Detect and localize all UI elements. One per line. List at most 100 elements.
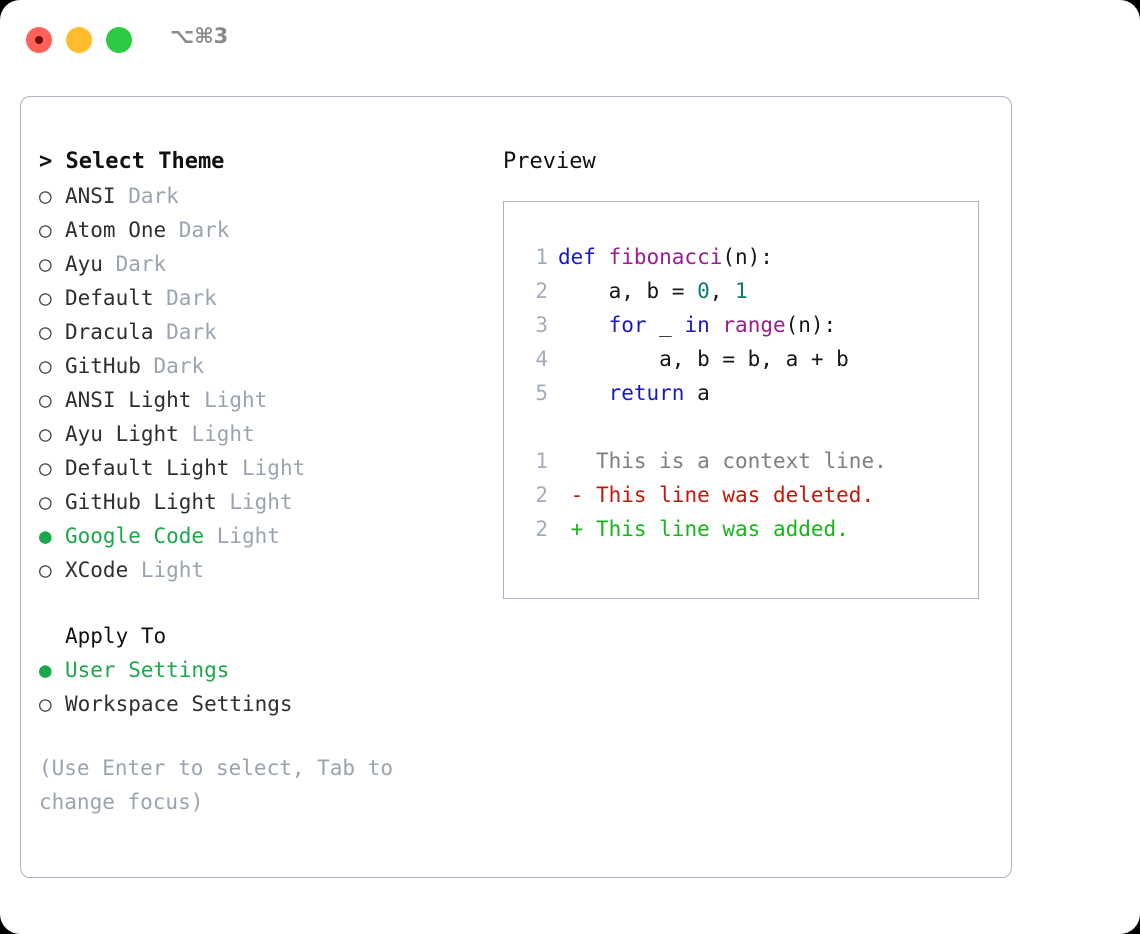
line-number: 2 — [535, 483, 548, 507]
theme-option-ayu[interactable]: ○ Ayu Dark — [39, 247, 479, 281]
radio-unselected-icon: ○ — [39, 354, 52, 378]
theme-option-variant: Dark — [166, 286, 217, 310]
code-token: range — [722, 313, 786, 337]
code-token: (n): — [722, 245, 773, 269]
theme-option-github-light[interactable]: ○GitHub Light Light — [39, 485, 479, 519]
code-token: (n): — [785, 313, 837, 337]
radio-selected-icon: ● — [39, 524, 52, 548]
theme-option-variant: Dark — [115, 252, 167, 276]
line-number: 2 — [535, 279, 548, 303]
line-number: 2 — [535, 517, 548, 541]
radio-unselected-icon: ○ — [39, 184, 52, 208]
theme-option-label: Ayu — [65, 252, 116, 276]
diff-marker — [558, 449, 583, 473]
keyboard-hint-text: (Use Enter to select, Tab to change focu… — [39, 756, 406, 814]
theme-option-label: Ayu Light — [65, 422, 192, 446]
diff-marker: - — [558, 483, 584, 507]
theme-option-variant: Light — [242, 456, 306, 480]
theme-option-xcode[interactable]: ○ XCode Light — [39, 553, 479, 587]
theme-option-label: Atom One — [65, 218, 179, 242]
code-line: 4 a, b = b, a + b — [522, 342, 970, 376]
theme-option-variant: Dark — [166, 320, 217, 344]
theme-option-label: ANSI Light — [65, 388, 205, 412]
theme-option-variant: Dark — [128, 184, 179, 208]
apply-to-option-label: User Settings — [65, 658, 230, 682]
theme-option-label: XCode — [65, 558, 141, 582]
radio-unselected-icon: ○ — [39, 388, 52, 412]
theme-option-variant: Light — [140, 558, 205, 582]
apply-to-option-user-settings[interactable]: ● User Settings — [39, 653, 479, 687]
line-number: 1 — [535, 245, 548, 269]
theme-option-ansi[interactable]: ○ ANSI Dark — [39, 179, 479, 213]
code-token — [558, 381, 609, 405]
theme-option-dracula[interactable]: ○ Dracula Dark — [39, 315, 479, 349]
title-bar: ⌥⌘3 — [0, 0, 1140, 78]
theme-option-label: ANSI — [65, 184, 129, 208]
spacer — [522, 410, 970, 444]
code-token: a, b = b, a + b — [558, 347, 849, 371]
radio-unselected-icon: ○ — [39, 558, 52, 582]
spacer — [39, 587, 479, 619]
radio-unselected-icon: ○ — [39, 218, 52, 242]
code-line: 2 a, b = 0, 1 — [522, 274, 970, 308]
apply-to-option-label: Workspace Settings — [65, 692, 293, 716]
theme-option-label: GitHub Light — [65, 490, 230, 514]
theme-option-variant: Light — [229, 490, 293, 514]
diff-line: 2 - This line was deleted. — [522, 478, 970, 512]
code-token: _ — [646, 313, 685, 337]
apply-to-option-workspace-settings[interactable]: ○Workspace Settings — [39, 687, 479, 721]
code-token: , — [709, 279, 736, 303]
code-token: fibonacci — [608, 245, 723, 269]
code-line: 5 return a — [522, 376, 970, 410]
maximize-button[interactable] — [106, 27, 132, 53]
line-number: 5 — [535, 381, 548, 405]
line-number: 1 — [535, 449, 548, 473]
theme-option-atom-one[interactable]: ○ Atom One Dark — [39, 213, 479, 247]
code-token: in — [684, 313, 710, 337]
diff-text: This line was added. — [583, 517, 849, 541]
diff-text: This is a context line. — [583, 449, 887, 473]
radio-selected-icon: ● — [39, 658, 52, 682]
theme-option-label: Google Code — [65, 524, 217, 548]
theme-picker: > Select Theme ○ANSI Dark○Atom One Dark○… — [39, 145, 479, 819]
theme-option-default[interactable]: ○Default Dark — [39, 281, 479, 315]
diff-marker: + — [558, 517, 584, 541]
code-token — [710, 313, 723, 337]
radio-unselected-icon: ○ — [39, 320, 52, 344]
code-token: return — [608, 381, 685, 405]
keyboard-shortcut-label: ⌥⌘3 — [170, 24, 229, 48]
code-line: 3 for _ in range(n): — [522, 308, 970, 342]
theme-option-google-code[interactable]: ●Google Code Light — [39, 519, 479, 553]
theme-option-variant: Light — [191, 422, 255, 446]
diff-block: 1 This is a context line.2 - This line w… — [522, 444, 970, 546]
content-panel: > Select Theme ○ANSI Dark○Atom One Dark○… — [20, 96, 1012, 878]
code-token: a — [684, 381, 710, 405]
theme-option-default-light[interactable]: ○ Default Light Light — [39, 451, 479, 485]
theme-option-label: Dracula — [65, 320, 167, 344]
line-number: 4 — [535, 347, 548, 371]
diff-line: 1 This is a context line. — [522, 444, 970, 478]
theme-option-ansi-light[interactable]: ○ ANSI Light Light — [39, 383, 479, 417]
theme-option-variant: Dark — [178, 218, 230, 242]
theme-option-github[interactable]: ○GitHub Dark — [39, 349, 479, 383]
spacer — [39, 721, 479, 751]
theme-option-ayu-light[interactable]: ○ Ayu Light Light — [39, 417, 479, 451]
theme-option-label: Default Light — [65, 456, 243, 480]
minimize-button[interactable] — [66, 27, 92, 53]
recording-indicator-icon — [35, 36, 43, 44]
diff-line: 2 + This line was added. — [522, 512, 970, 546]
radio-unselected-icon: ○ — [39, 456, 52, 480]
theme-option-label: Default — [65, 286, 167, 310]
theme-option-variant: Light — [204, 388, 268, 412]
theme-picker-header: > Select Theme — [39, 149, 225, 174]
theme-option-list: ○ANSI Dark○Atom One Dark○Ayu Dark○Defaul… — [39, 179, 479, 587]
line-number: 3 — [535, 313, 548, 337]
apply-to-label: Apply To — [65, 624, 167, 648]
radio-unselected-icon: ○ — [39, 422, 52, 446]
radio-unselected-icon: ○ — [39, 252, 52, 276]
